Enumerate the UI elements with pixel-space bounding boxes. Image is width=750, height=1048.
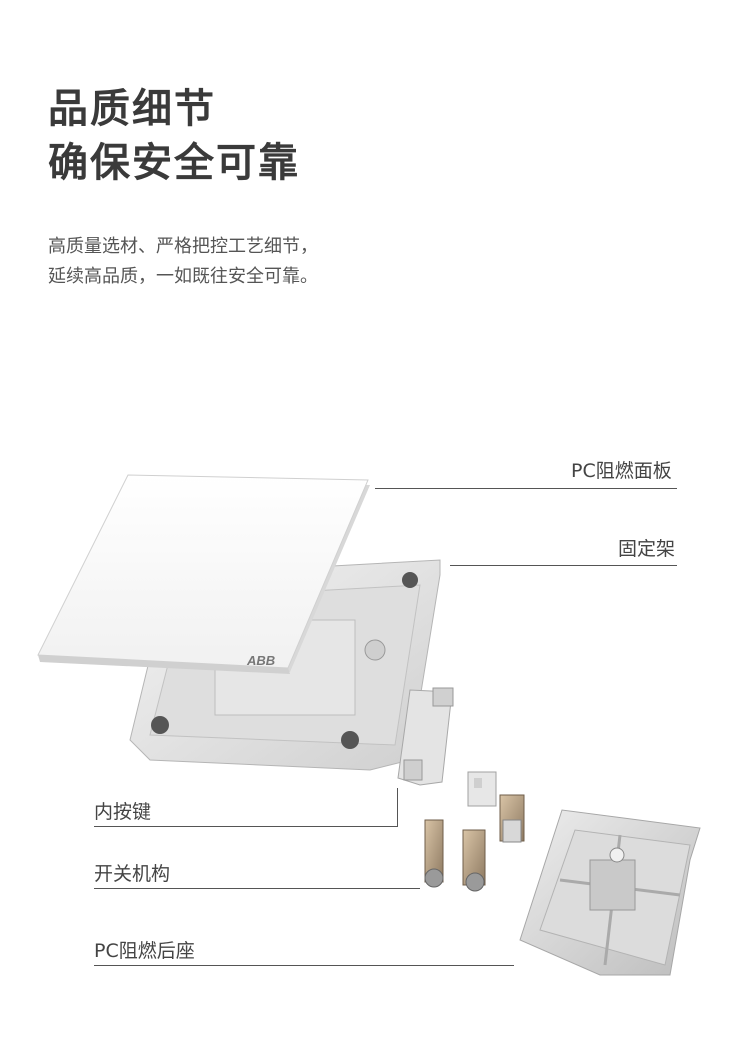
callout-inner-key-line [94,826,398,827]
description: 高质量选材、严格把控工艺细节， 延续高品质，一如既往安全可靠。 [48,232,318,292]
front-panel [37,474,370,674]
page-title: 品质细节 确保安全可靠 [48,82,300,190]
title-line-2: 确保安全可靠 [48,140,300,186]
inner-key [397,687,454,786]
rear-base [519,809,701,976]
callout-inner-key-leader [397,788,398,826]
description-line-1: 高质量选材、严格把控工艺细节， [48,236,318,257]
contact-holder [467,771,497,807]
callout-inner-key: 内按键 [94,801,152,823]
description-line-2: 延续高品质，一如既往安全可靠。 [48,266,318,287]
callout-rear-base: PC阻燃后座 [94,940,195,962]
callout-switch-mechanism-line [94,888,420,889]
title-line-1: 品质细节 [48,86,216,132]
callout-panel-line [375,488,677,489]
callout-panel: PC阻燃面板 [571,460,672,482]
switch-mechanism [424,794,525,892]
abb-logo: ABB [246,653,275,668]
callout-rear-base-line [94,965,514,966]
callout-bracket: 固定架 [618,538,676,560]
callout-bracket-line [450,565,677,566]
callout-switch-mechanism: 开关机构 [94,863,171,885]
